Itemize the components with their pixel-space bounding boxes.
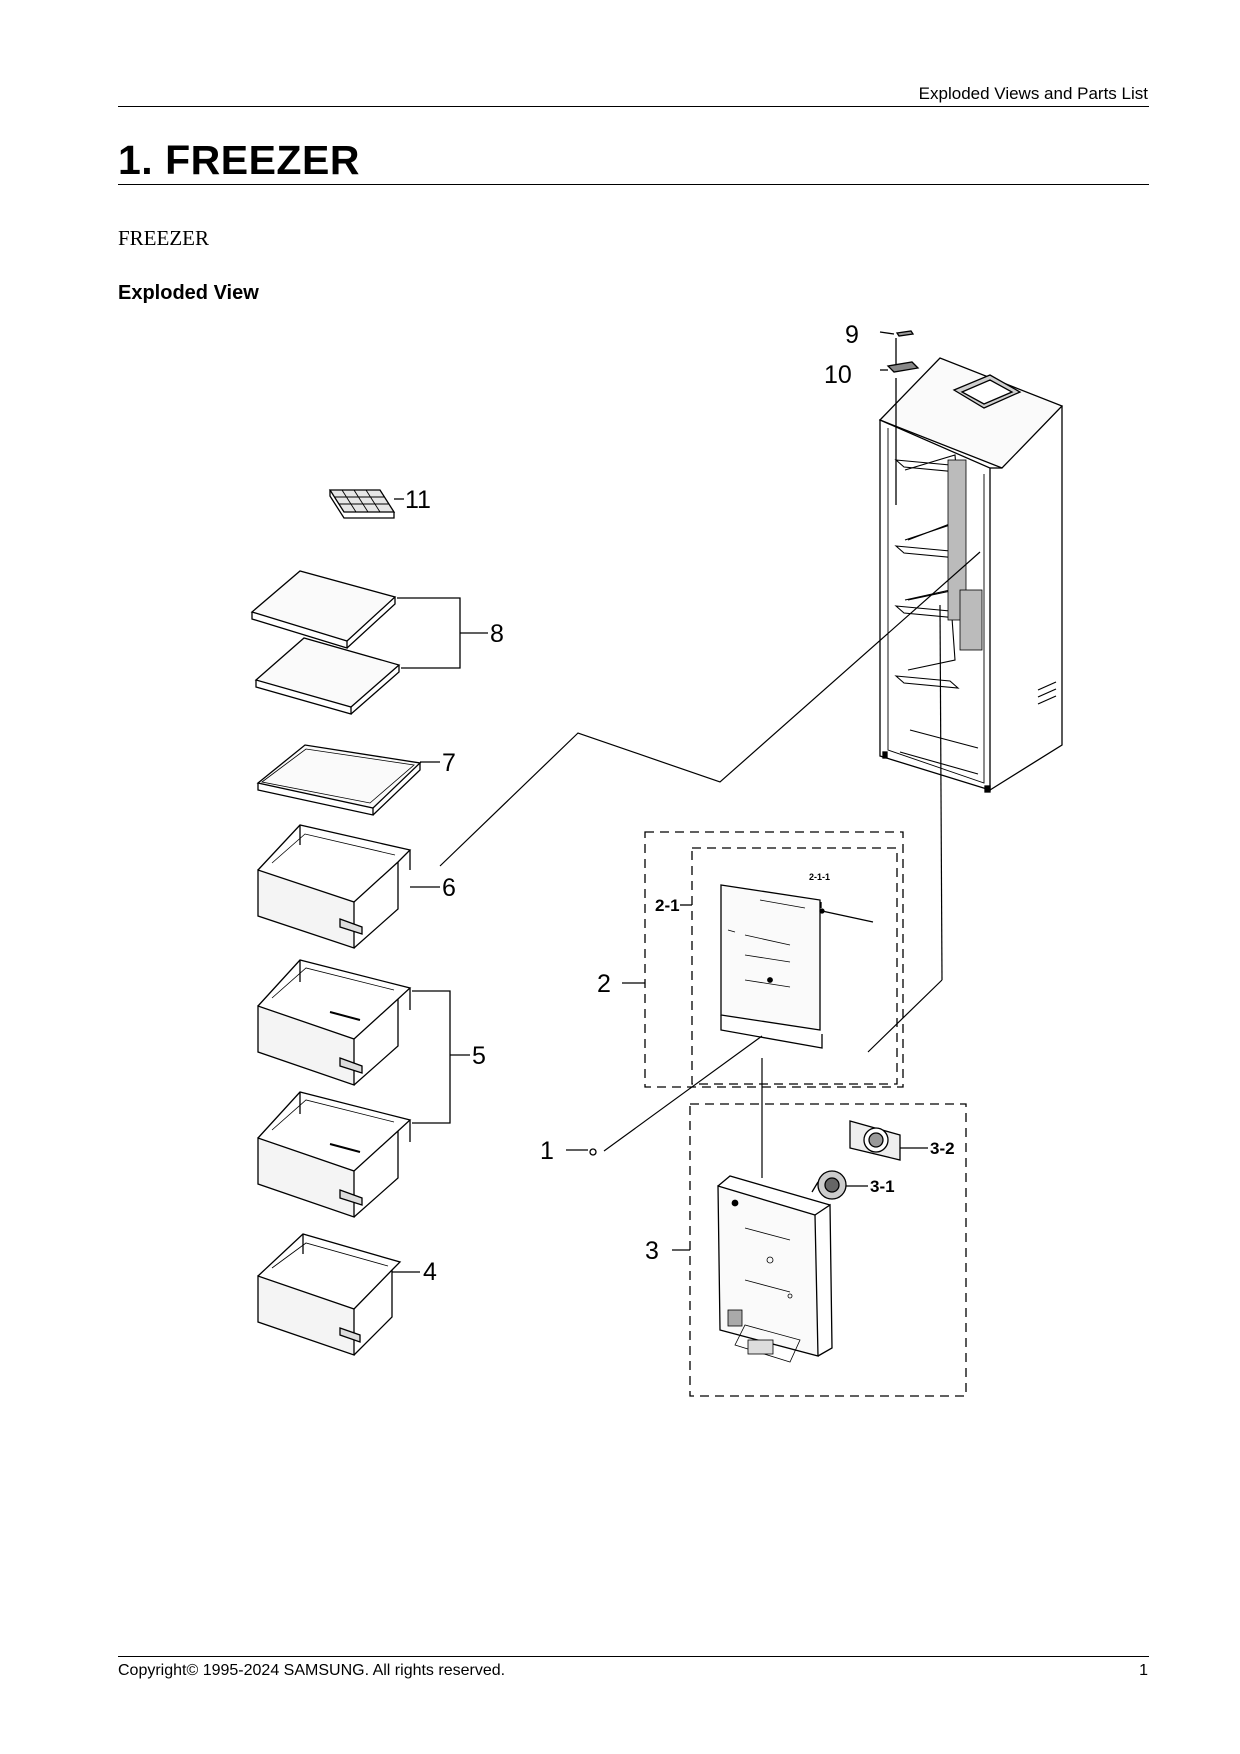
callout-9: 9	[845, 321, 859, 349]
top-parts-part	[879, 330, 920, 505]
callout-2-1: 2-1	[655, 896, 680, 915]
header-rule	[118, 106, 1149, 107]
glass-shelves-part	[250, 570, 488, 715]
callout-2: 2	[597, 970, 611, 998]
crisper-cover-part	[256, 744, 440, 816]
callout-1: 1	[540, 1137, 554, 1165]
sub-title: FREEZER	[118, 226, 210, 250]
screw-part	[566, 1148, 597, 1156]
callout-3-1: 3-1	[870, 1177, 895, 1196]
callout-3-2: 3-2	[930, 1139, 955, 1158]
footer-rule	[118, 1656, 1149, 1657]
footer-copyright: Copyright© 1995-2024 SAMSUNG. All rights…	[118, 1662, 506, 1679]
callout-11: 11	[405, 486, 431, 514]
callout-5: 5	[472, 1042, 486, 1070]
page-number: 1	[1139, 1662, 1148, 1679]
part-3-group	[672, 1103, 967, 1397]
freezer-cabinet-part	[878, 357, 1064, 793]
bottom-drawer-part	[257, 1233, 420, 1356]
callout-10: 10	[824, 361, 852, 389]
title-rule	[118, 184, 1149, 185]
part-2-group	[622, 831, 904, 1088]
ice-tray-part	[328, 489, 404, 519]
running-header: Exploded Views and Parts List	[918, 84, 1148, 103]
callout-7: 7	[442, 749, 456, 777]
callout-8: 8	[490, 620, 504, 648]
view-title: Exploded View	[118, 282, 259, 304]
section-title: 1. FREEZER	[118, 137, 360, 183]
callout-6: 6	[442, 874, 456, 902]
callout-2-1-1: 2-1-1	[809, 872, 830, 882]
callout-4: 4	[423, 1258, 437, 1286]
upper-drawer-part	[257, 824, 440, 949]
callout-3: 3	[645, 1237, 659, 1265]
middle-drawers-part	[257, 959, 470, 1218]
leader-lines	[439, 551, 981, 1178]
